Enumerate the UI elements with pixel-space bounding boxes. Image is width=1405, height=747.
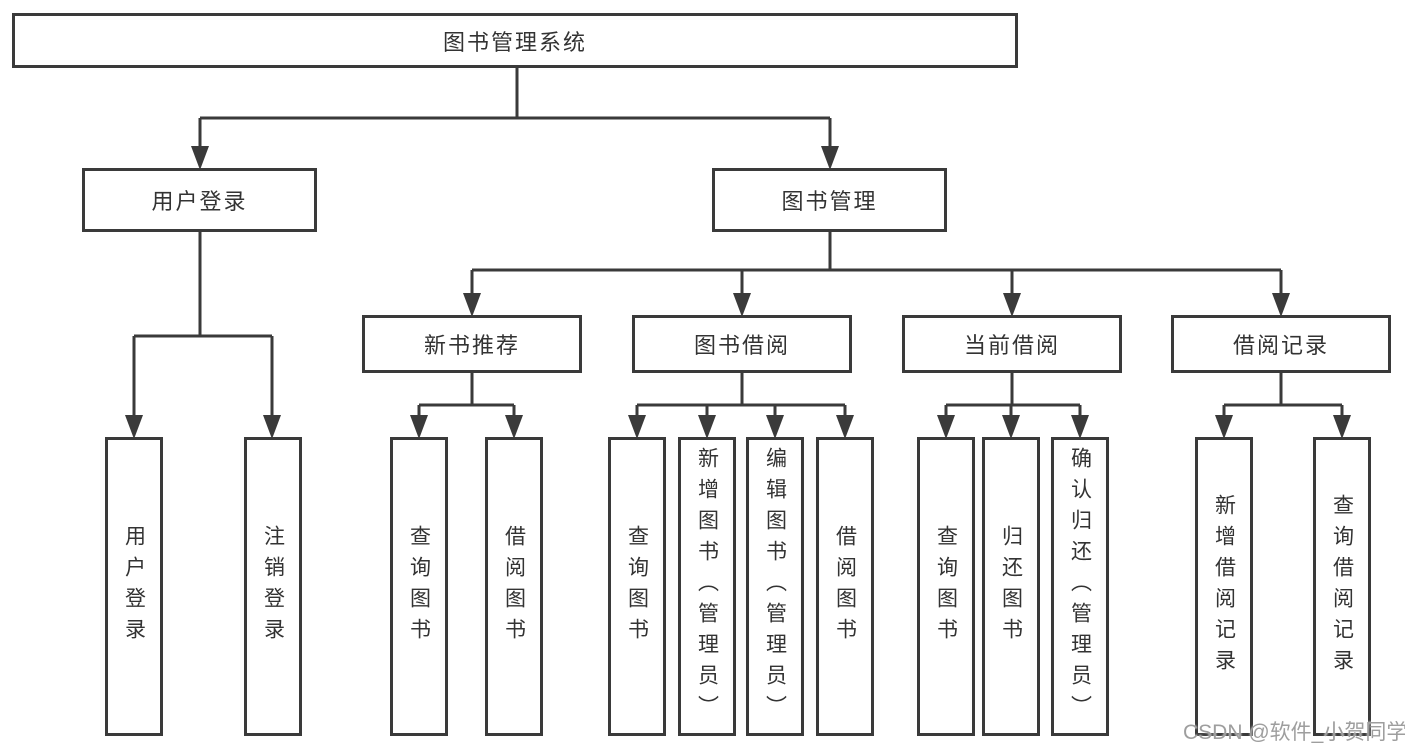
leaf-cb-return-books: 归还图书 — [982, 437, 1040, 736]
leaf-label: 确认归还（管理员） — [1068, 447, 1092, 726]
node-label: 当前借阅 — [963, 333, 1060, 358]
node-label: 新书推荐 — [423, 333, 520, 358]
leaf-label: 查询图书 — [934, 524, 958, 649]
leaf-label: 用户登录 — [122, 524, 146, 649]
leaf-br-query-record: 查询借阅记录 — [1313, 437, 1371, 736]
leaf-label: 查询图书 — [407, 524, 431, 649]
arrowhead — [1071, 415, 1089, 439]
arrowhead — [733, 293, 751, 317]
connector-bookmgmt-to-level3 — [463, 232, 1290, 317]
leaf-label: 编辑图书（管理员） — [763, 447, 787, 726]
leaf-user-login: 用户登录 — [105, 437, 163, 736]
arrowhead — [125, 415, 143, 439]
leaf-bb-add-books-admin: 新增图书（管理员） — [678, 437, 736, 736]
leaf-bb-edit-books-admin: 编辑图书（管理员） — [746, 437, 804, 736]
leaf-label: 注销登录 — [261, 524, 285, 649]
leaf-label: 新增图书（管理员） — [695, 447, 719, 726]
arrowhead — [410, 415, 428, 439]
leaf-label: 归还图书 — [999, 524, 1023, 649]
node-label: 借阅记录 — [1232, 333, 1329, 358]
leaf-label: 查询借阅记录 — [1330, 493, 1354, 680]
connector-userlogin-to-leaves — [125, 232, 281, 439]
leaf-label: 借阅图书 — [833, 524, 857, 649]
leaf-label: 新增借阅记录 — [1212, 493, 1236, 680]
leaf-cb-confirm-return-admin: 确认归还（管理员） — [1051, 437, 1109, 736]
arrowhead — [698, 415, 716, 439]
arrowhead — [191, 146, 209, 170]
leaf-nb-borrow-books: 借阅图书 — [485, 437, 543, 736]
csdn-watermark: CSDN @软件_小贺同学 — [1183, 721, 1405, 744]
arrowhead — [1333, 415, 1351, 439]
leaf-logout: 注销登录 — [244, 437, 302, 736]
arrowhead — [505, 415, 523, 439]
arrowhead — [628, 415, 646, 439]
connector-root-to-level2 — [191, 68, 839, 170]
arrowhead — [263, 415, 281, 439]
arrowhead — [821, 146, 839, 170]
leaf-nb-query-books: 查询图书 — [390, 437, 448, 736]
connector-bookborrow-to-leaves — [628, 373, 854, 439]
node-label: 图书管理 — [781, 189, 878, 214]
node-borrow-records: 借阅记录 — [1171, 315, 1391, 373]
arrowhead — [836, 415, 854, 439]
node-library-system: 图书管理系统 — [12, 13, 1018, 68]
connector-records-to-leaves — [1215, 373, 1351, 439]
leaf-label: 查询图书 — [625, 524, 649, 649]
node-label: 图书管理系统 — [442, 29, 587, 55]
connector-newbook-to-leaves — [410, 373, 523, 439]
connector-currentborrow-to-leaves — [937, 373, 1089, 439]
leaf-br-add-record: 新增借阅记录 — [1195, 437, 1253, 736]
leaf-label: 借阅图书 — [502, 524, 526, 649]
node-user-login: 用户登录 — [82, 168, 317, 232]
arrowhead — [937, 415, 955, 439]
leaf-bb-query-books: 查询图书 — [608, 437, 666, 736]
node-label: 用户登录 — [151, 189, 248, 214]
node-new-book-recommend: 新书推荐 — [362, 315, 582, 373]
arrowhead — [1003, 293, 1021, 317]
arrowhead — [1272, 293, 1290, 317]
arrowhead — [1002, 415, 1020, 439]
node-current-borrow: 当前借阅 — [902, 315, 1122, 373]
arrowhead — [766, 415, 784, 439]
node-label: 图书借阅 — [693, 333, 790, 358]
arrowhead — [1215, 415, 1233, 439]
leaf-bb-borrow-books: 借阅图书 — [816, 437, 874, 736]
node-book-management: 图书管理 — [712, 168, 947, 232]
leaf-cb-query-books: 查询图书 — [917, 437, 975, 736]
node-book-borrow: 图书借阅 — [632, 315, 852, 373]
arrowhead — [463, 293, 481, 317]
